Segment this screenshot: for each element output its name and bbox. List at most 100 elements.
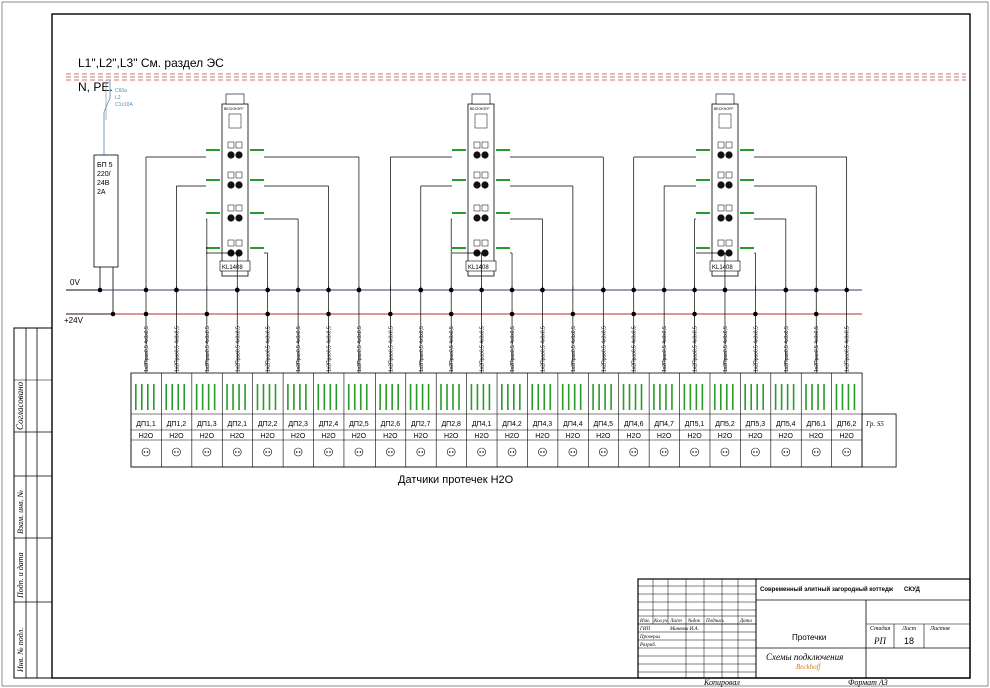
terminal-marking (689, 384, 692, 410)
terminal-marking (665, 384, 667, 410)
sensor-label: ДП4,2 (502, 421, 522, 428)
module-led (473, 204, 481, 212)
sensor-symbol-dot (418, 451, 421, 453)
terminal-marking (141, 384, 143, 410)
sensor-symbol (842, 447, 851, 457)
terminal-marking (244, 384, 246, 410)
power-supply-box (93, 154, 119, 268)
sensor-medium: H2O (230, 433, 245, 440)
sensor-medium: H2O (383, 433, 398, 440)
sensor-symbol-dot (813, 451, 816, 453)
module-type-box (465, 260, 497, 272)
terminal-marking (268, 384, 271, 410)
sensor-symbol-dot (725, 451, 728, 453)
module-led (725, 141, 733, 149)
cable-label: 1х2Прав0,5 4х0х0,5 (753, 326, 759, 372)
module-terminal-hole (473, 181, 481, 189)
sensor-label: ДП5,1 (685, 421, 705, 428)
sensor-label: ДП5,4 (776, 421, 796, 428)
terminal-marking (385, 384, 387, 410)
module-status-led (474, 113, 488, 129)
sensor-symbol-dot (661, 451, 664, 453)
terminal-marking (744, 384, 746, 410)
terminal-marking (774, 384, 777, 410)
junction-dot (143, 311, 149, 317)
junction-dot (388, 311, 393, 317)
sensor-symbol-dot (146, 451, 149, 453)
module-terminal-hole (473, 214, 481, 222)
module-terminal-hole (717, 151, 725, 159)
module-pin-label (206, 149, 220, 151)
module-terminal-hole (725, 151, 733, 159)
terminal-marking (299, 384, 301, 410)
supply-line-label: L1",L2",L3" См. раздел ЭС (78, 56, 224, 70)
sensor-symbol-dot (631, 451, 634, 453)
sensor-symbol-dot (204, 451, 207, 453)
breaker: C60a L2 C1х10A (103, 80, 133, 155)
sensor-label: ДП4,3 (533, 421, 553, 428)
terminal-marking (171, 384, 174, 410)
sensor-symbol-dot (573, 451, 576, 453)
junction-dot (753, 311, 758, 317)
cable-label: 1х2Прав0,5 4х0х0,5 (784, 326, 790, 372)
module-pin-label (740, 179, 754, 181)
module-pin-label (740, 149, 754, 151)
cable-label: 1х2Прав0,5 4х0х0,5 (540, 326, 546, 372)
terminal-marking (750, 384, 752, 410)
sensor-symbol (293, 447, 303, 457)
sensor-medium: H2O (566, 433, 581, 440)
cable-label: 1х2Прав0,5 4х0х0,5 (357, 326, 363, 372)
sensor-label: ДП4,5 (594, 421, 614, 428)
module-pin-label (452, 149, 466, 151)
sensor-label: ДП2,5 (349, 421, 369, 428)
terminal-marking (659, 384, 661, 410)
sensor-symbol (507, 447, 517, 457)
sensor-symbol-dot (844, 451, 846, 453)
module-led (717, 171, 725, 179)
sensor-label: ДП6,2 (837, 421, 857, 428)
module-led (235, 141, 243, 149)
sensor-symbol-dot (847, 451, 849, 453)
sensor-label: ДП4,7 (654, 421, 674, 428)
sensor-medium: H2O (505, 433, 520, 440)
terminal-marking (817, 384, 819, 410)
terminal-marking (226, 384, 228, 410)
module-type-label: KL1408 (712, 265, 733, 271)
sensor-symbol-dot (265, 451, 267, 453)
terminal-marking (470, 384, 473, 410)
sensor-symbol-dot (509, 451, 512, 453)
sensor-symbol (446, 447, 456, 457)
module-brand: BECKHOFF (714, 107, 734, 111)
role-checked: Проверил (639, 635, 660, 640)
sensor-symbol-dot (783, 451, 786, 453)
module-led (473, 171, 481, 179)
module-led (235, 239, 243, 247)
terminal-marking (847, 384, 850, 410)
drawing-title: Схемы подключения (766, 652, 843, 662)
sensor-label: ДП2,7 (411, 421, 431, 428)
cable-label: 1х2Прав0,5 4х0х0,5 (388, 326, 394, 372)
sensor-symbol-dot (692, 451, 694, 453)
sensor-medium: H2O (260, 433, 275, 440)
sensor-symbol (538, 447, 547, 457)
sensor-symbol-dot (268, 451, 270, 453)
module-terminal-hole (725, 181, 733, 189)
module-top-clip (225, 93, 245, 105)
terminal-marking (446, 384, 448, 410)
terminal-marking (335, 384, 338, 410)
sensor-medium: H2O (839, 433, 854, 440)
terminal-marking (811, 384, 813, 410)
terminal-marking (731, 384, 734, 410)
stamp-agreed: Согласовано (15, 381, 25, 430)
module-led (725, 239, 733, 247)
module-led (717, 239, 725, 247)
module-terminal-hole (235, 151, 243, 159)
sheet-title: Протечки (792, 633, 826, 642)
module-terminal-hole (227, 214, 235, 222)
terminal-marking (567, 384, 570, 410)
sensor-medium: H2O (748, 433, 763, 440)
sensor-symbol-dot (359, 451, 362, 453)
module-led (227, 239, 235, 247)
terminal-marking (195, 384, 198, 410)
module-pin-label (452, 247, 466, 249)
